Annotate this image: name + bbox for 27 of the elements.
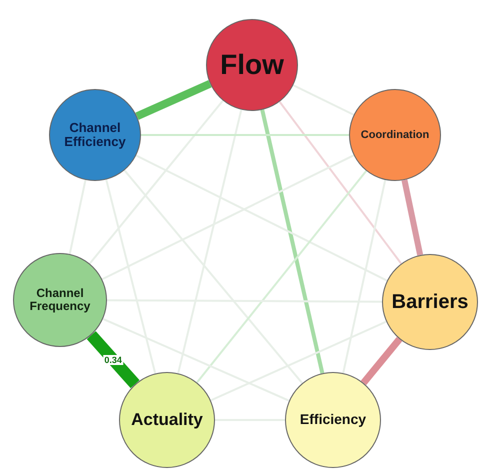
node-label: Coordination — [360, 128, 430, 142]
connector-line — [260, 109, 324, 374]
node-label: Actuality — [131, 410, 203, 430]
connector-line — [292, 84, 354, 116]
connector-line — [88, 100, 224, 264]
connector-line — [102, 154, 354, 280]
connector-line — [141, 134, 349, 136]
connector-line — [278, 101, 402, 264]
connector-line — [210, 320, 387, 402]
node-label: Efficiency — [300, 412, 366, 428]
node-label: Barriers — [392, 291, 468, 313]
connector-line — [124, 170, 303, 384]
connector-line — [196, 170, 368, 384]
connector-line — [360, 336, 402, 386]
connector-line — [177, 110, 242, 374]
node-label: Flow — [220, 50, 284, 80]
node-label: Channel Frequency — [28, 286, 92, 314]
connector-line — [135, 80, 212, 120]
connector-line — [86, 331, 140, 388]
node-label: Channel Efficiency — [63, 120, 127, 150]
connector-line — [342, 180, 386, 374]
connector-line — [68, 180, 86, 254]
connector-line — [105, 179, 156, 374]
edge-label: 0.34 — [103, 354, 123, 365]
connector-line — [102, 318, 290, 402]
connector-line — [136, 154, 388, 282]
connector-line — [402, 179, 424, 256]
